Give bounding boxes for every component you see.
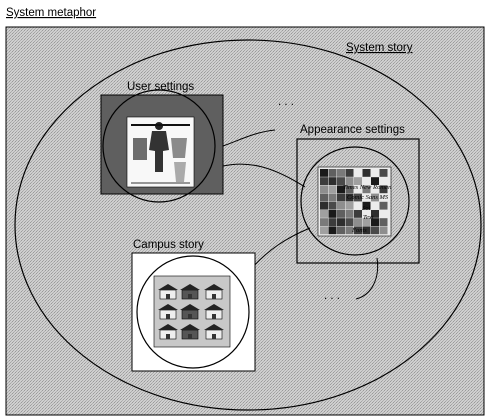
mosaic-tile: [345, 169, 354, 177]
campus-story-node: Campus story: [131, 239, 256, 372]
appearance-settings-node: Appearance settings Times New Roman Comi…: [296, 124, 420, 264]
mosaic-tile: [371, 210, 379, 218]
mosaic-tile: [337, 218, 345, 226]
house-icon: [204, 324, 224, 340]
mosaic-tile: [345, 226, 354, 235]
mosaic-tile: [337, 210, 345, 218]
house-icon: [158, 284, 178, 300]
mosaic-tile: [320, 185, 328, 194]
user-settings-node: User settings: [100, 81, 224, 203]
mosaic-tile: [337, 193, 345, 202]
mosaic-tile: [337, 185, 345, 194]
campus-story-label: Campus story: [133, 239, 204, 251]
mosaic-tile: [371, 177, 379, 185]
appearance-font-samples: Times New Roman Comic Sans MS Sol Text F…: [343, 184, 391, 234]
mosaic-tile: [320, 226, 328, 235]
mosaic-tile: [354, 177, 362, 185]
mosaic-tile: [345, 218, 354, 226]
ellipsis-bottom: . . .: [324, 290, 340, 302]
house-icon: [204, 304, 224, 320]
mosaic-tile: [362, 218, 371, 226]
mosaic-tile: [345, 185, 354, 194]
mosaic-tile: [337, 226, 345, 235]
font-sample-2: Comic Sans MS: [347, 194, 389, 201]
diagram-title: System metaphor: [6, 7, 96, 19]
mosaic-tile: [362, 226, 371, 235]
mosaic-tile: [354, 210, 362, 218]
house-icon: [204, 284, 224, 300]
font-sample-3: Sol: [362, 205, 371, 212]
house-icon: [180, 324, 200, 340]
mosaic-tile: [320, 169, 328, 177]
ellipsis-top: . . .: [278, 96, 294, 108]
mosaic-tile: [371, 218, 379, 226]
font-sample-5: Fonts: [351, 227, 367, 234]
mosaic-tile: [345, 201, 354, 210]
mosaic-tile: [379, 218, 388, 226]
mosaic-tile: [328, 218, 337, 226]
mosaic-tile: [328, 201, 337, 210]
mosaic-tile: [379, 226, 388, 235]
mosaic-tile: [345, 193, 354, 202]
font-sample-4: Text: [363, 214, 374, 221]
mosaic-tile: [328, 169, 337, 177]
mosaic-tile: [328, 226, 337, 235]
mosaic-tile: [337, 201, 345, 210]
mosaic-tile: [328, 185, 337, 194]
mosaic-tile: [354, 226, 362, 235]
appearance-settings-box: [296, 138, 420, 264]
mosaic-tile: [354, 218, 362, 226]
appearance-mosaic: [320, 169, 388, 235]
campus-houses: [158, 284, 224, 340]
connector-user-to-more: [222, 129, 276, 147]
house-icon: [180, 284, 200, 300]
mosaic-tile: [320, 210, 328, 218]
appearance-settings-circle: [300, 146, 410, 256]
user-settings-circle: [102, 89, 216, 203]
mosaic-tile: [362, 185, 371, 194]
user-settings-label: User settings: [127, 81, 194, 93]
mosaic-tile: [320, 177, 328, 185]
connector-user-to-appearance: [222, 163, 306, 188]
appearance-settings-label: Appearance settings: [300, 124, 405, 136]
mosaic-tile: [345, 177, 354, 185]
mosaic-tile: [328, 177, 337, 185]
mosaic-tile: [345, 210, 354, 218]
connector-campus-to-appearance: [251, 227, 311, 269]
campus-story-circle: [136, 255, 250, 369]
mosaic-tile: [354, 193, 362, 202]
mosaic-tile: [371, 193, 379, 202]
font-sample-1: Times New Roman: [343, 184, 391, 191]
mosaic-tile: [320, 193, 328, 202]
mosaic-tile: [379, 201, 388, 210]
mosaic-tile: [328, 210, 337, 218]
mosaic-tile: [337, 177, 345, 185]
house-icon: [158, 324, 178, 340]
mosaic-tile: [320, 201, 328, 210]
system-story-label: System story: [346, 42, 413, 54]
mosaic-tile: [320, 218, 328, 226]
system-story-ellipse: [14, 39, 482, 411]
mosaic-tile: [328, 193, 337, 202]
mosaic-tile: [379, 169, 388, 177]
house-icon: [158, 304, 178, 320]
house-icon: [180, 304, 200, 320]
mosaic-tile: [371, 226, 379, 235]
mosaic-tile: [337, 169, 345, 177]
mosaic-tile: [379, 185, 388, 194]
mosaic-tile: [362, 201, 371, 210]
mosaic-tile: [362, 169, 371, 177]
avatar-figure-icon: [131, 122, 190, 184]
